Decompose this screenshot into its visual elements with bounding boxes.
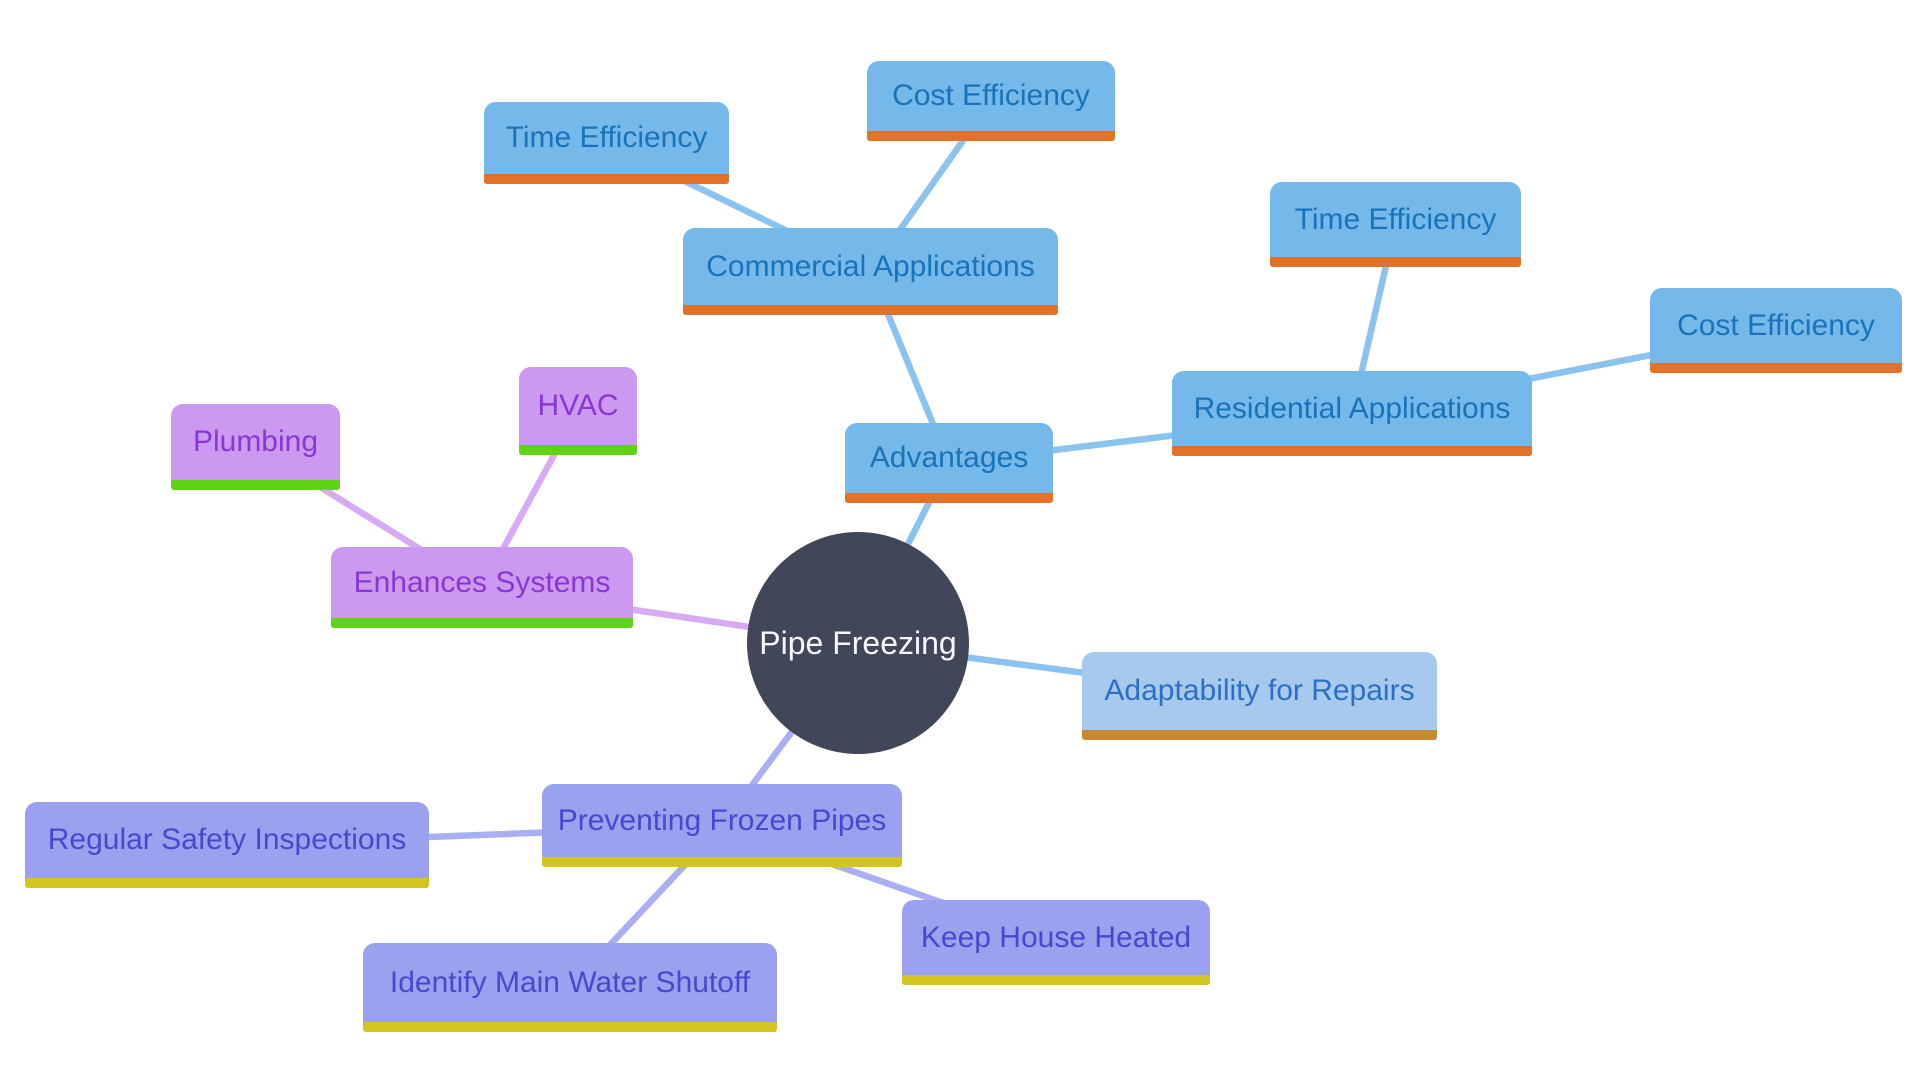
node-cost-efficiency-top[interactable]: Cost Efficiency [867, 61, 1115, 141]
node-time-efficiency-left[interactable]: Time Efficiency [484, 102, 729, 184]
node-regular-inspections[interactable]: Regular Safety Inspections [25, 802, 429, 888]
node-label: Cost Efficiency [1677, 308, 1875, 342]
node-commercial[interactable]: Commercial Applications [683, 228, 1058, 315]
node-underline [25, 878, 429, 888]
node-underline [1650, 363, 1902, 373]
node-underline [542, 857, 902, 867]
node-underline [683, 305, 1058, 315]
node-residential[interactable]: Residential Applications [1172, 371, 1532, 456]
node-adaptability[interactable]: Adaptability for Repairs [1082, 652, 1437, 740]
node-underline [363, 1022, 777, 1032]
node-hvac[interactable]: HVAC [519, 367, 637, 455]
node-underline [1172, 446, 1532, 456]
node-label: Adaptability for Repairs [1104, 674, 1415, 707]
node-preventing[interactable]: Preventing Frozen Pipes [542, 784, 902, 867]
node-underline [1082, 730, 1437, 740]
node-keep-house-heated[interactable]: Keep House Heated [902, 900, 1210, 985]
node-underline [867, 131, 1115, 141]
node-time-efficiency-right[interactable]: Time Efficiency [1270, 182, 1521, 267]
node-label: Residential Applications [1193, 391, 1511, 425]
node-underline [484, 174, 729, 184]
node-label: HVAC [537, 389, 619, 422]
node-label: Commercial Applications [706, 249, 1035, 283]
node-label: Advantages [869, 441, 1029, 474]
node-underline [845, 493, 1053, 503]
node-underline [519, 445, 637, 455]
central-node-label: Pipe Freezing [759, 624, 957, 661]
node-label: Plumbing [192, 425, 319, 458]
node-cost-efficiency-right[interactable]: Cost Efficiency [1650, 288, 1902, 373]
node-plumbing[interactable]: Plumbing [171, 404, 340, 490]
node-label: Keep House Heated [920, 920, 1192, 954]
node-label: Cost Efficiency [892, 79, 1090, 112]
node-label: Time Efficiency [505, 121, 708, 154]
central-node-pipe-freezing[interactable]: Pipe Freezing [747, 532, 969, 754]
node-identify-shutoff[interactable]: Identify Main Water Shutoff [363, 943, 777, 1032]
node-underline [171, 480, 340, 490]
node-underline [902, 975, 1210, 985]
node-label: Regular Safety Inspections [47, 823, 407, 856]
node-underline [1270, 257, 1521, 267]
node-advantages[interactable]: Advantages [845, 423, 1053, 503]
node-label: Identify Main Water Shutoff [389, 965, 751, 999]
node-label: Preventing Frozen Pipes [557, 803, 887, 837]
node-underline [331, 618, 633, 628]
node-label: Enhances Systems [353, 565, 611, 599]
node-label: Time Efficiency [1294, 202, 1497, 236]
node-enhances[interactable]: Enhances Systems [331, 547, 633, 628]
